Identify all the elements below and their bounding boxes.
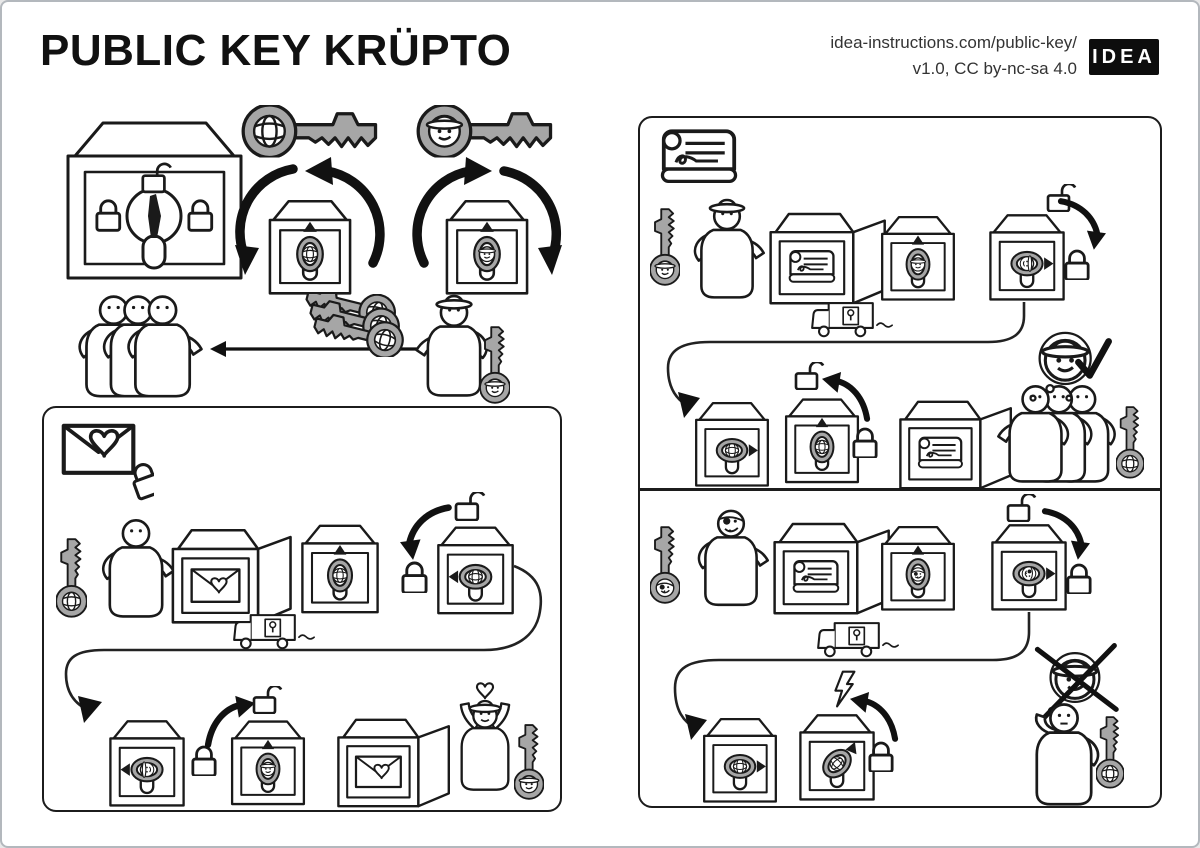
open-safe-letter-icon [332,710,452,808]
padlock-unlocked-icon [454,492,487,521]
page-title: PUBLIC KEY KRÜPTO [40,26,512,75]
ccw-arrow-left-icon [235,164,298,262]
panel-divider [640,488,1160,491]
bandit-key-icon [650,524,680,604]
cw-arrow-right-icon [499,166,561,262]
transport-route-line [666,302,1026,418]
delivery-truck-icon [808,299,899,339]
still-locked-arrow-icon [850,688,902,748]
lock-transition-arrow-icon [1038,502,1090,562]
safe-hat-key-insert-icon [226,712,310,806]
delivery-truck-icon [230,611,321,651]
attacker-bandit-person-icon [690,504,772,610]
globe-key-icon [243,105,375,158]
safe-hat-key-turned-icon [104,712,190,807]
attribution: idea-instructions.com/public-key/ v1.0, … [792,30,1077,81]
safe-hat-key-insert-icon [876,208,960,301]
safe-globe-key-turned-icon [690,394,774,487]
public-key-turn-group [235,105,385,295]
love-letter-envelope-icon [60,420,154,503]
transport-route-line [64,564,543,723]
open-safe-scroll-icon [768,514,892,615]
padlock-unlocked-icon [252,686,284,714]
scroll-signature-icon [652,124,746,189]
globe-key-icon [1096,714,1124,789]
signer-hat-person-icon [686,194,768,300]
hat-key-icon [418,105,550,158]
idea-logo: IDEA [1089,39,1159,75]
delivery-truck-icon [814,619,905,659]
site-url: idea-instructions.com/public-key/ [830,33,1077,52]
license-line: v1.0, CC by-nc-sa 4.0 [912,58,1077,78]
private-hat-key-icon [514,722,544,800]
safe-bandit-key-insert-icon [876,518,960,611]
master-safe-icon [66,121,243,280]
private-key-turn-group [412,105,562,295]
open-safe-scroll-icon [764,204,888,305]
padlock-locked-icon [1066,562,1092,594]
ccw-arrow-right-icon [322,166,385,268]
padlock-locked-icon [852,426,878,458]
safe-globe-key-icon [270,201,350,293]
confused-verifier-icon [1024,700,1104,807]
private-hat-key-icon [650,206,680,286]
recipients-group-icon [72,292,206,399]
lock-transition-arrow-icon [400,500,456,560]
flying-public-keys-icon [270,294,408,357]
padlock-locked-icon [868,740,894,772]
unlock-transition-arrow-icon [822,368,874,428]
safe-hat-key-icon [447,201,527,293]
padlock-locked-icon [1064,248,1090,280]
globe-key-icon [1116,404,1144,479]
happy-recipient-icon [446,680,524,792]
hat-thought-check-icon [1016,326,1120,406]
private-hat-key-icon [480,324,510,404]
transport-route-line [673,612,1031,740]
safe-globe-key-turned-icon [698,710,782,803]
distribute-arrow-icon [210,341,442,357]
padlock-unlocked-icon [1006,494,1038,522]
lock-transition-arrow-icon [1054,192,1106,252]
cw-arrow-left-icon [412,166,475,268]
